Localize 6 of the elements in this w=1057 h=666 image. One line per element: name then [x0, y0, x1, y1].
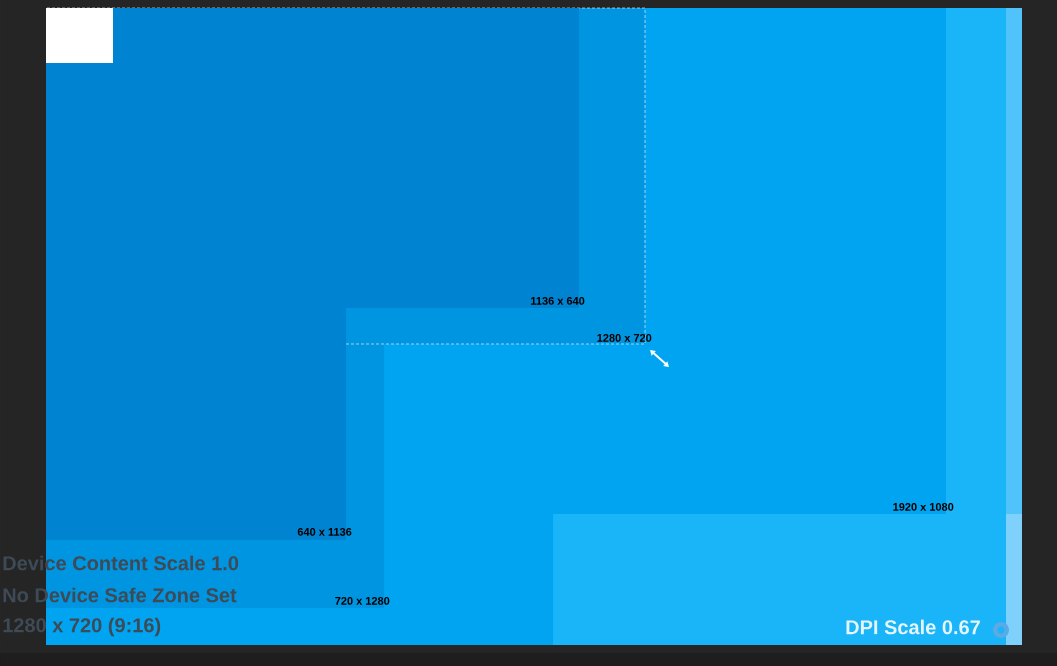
resolution-label: 1280 x 720 — [597, 334, 652, 342]
resolution-label: 720 x 1280 — [335, 597, 390, 605]
resolution-label: 1136 x 640 — [531, 297, 585, 305]
resolution-label: 640 x 1136 — [297, 528, 352, 536]
overlay-text: DPI Scale 0.67 — [846, 619, 980, 635]
resolution-label: 1920 x 1080 — [893, 503, 954, 511]
